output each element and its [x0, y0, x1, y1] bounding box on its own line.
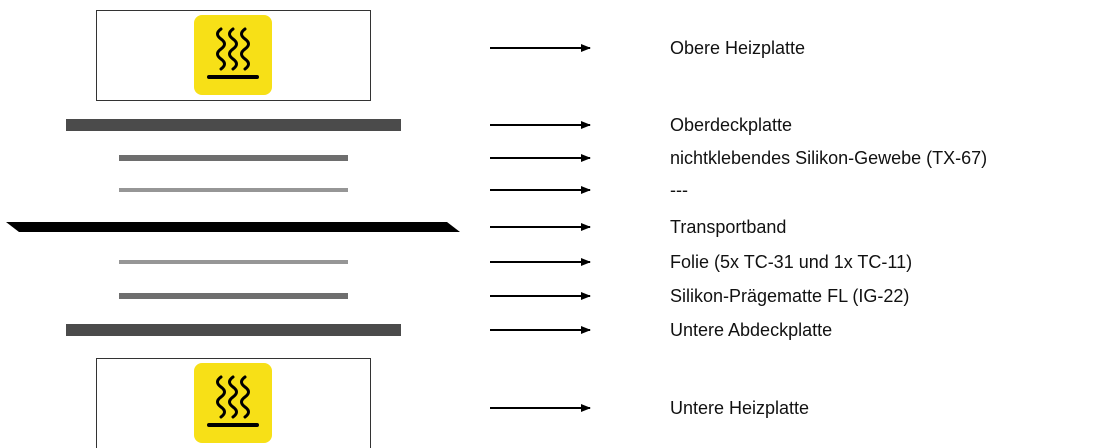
upper-cover-plate-shape	[66, 119, 401, 131]
conveyor-belt-label: Transportband	[670, 217, 787, 237]
silicone-embossing-mat-shape	[119, 293, 348, 299]
non-stick-silicone-fabric-shape	[119, 155, 348, 161]
upper-heating-plate-label: Obere Heizplatte	[670, 38, 806, 58]
foil-shape	[119, 260, 348, 264]
foil-label: Folie (5x TC-31 und 1x TC-11)	[670, 252, 913, 272]
empty-layer-label: ---	[670, 180, 688, 200]
heat-warning-icon	[194, 363, 272, 443]
lower-heating-plate-box	[96, 358, 371, 448]
heat-warning-icon	[194, 15, 272, 95]
lower-heating-plate-label: Untere Heizplatte	[670, 398, 810, 418]
lower-cover-plate-label: Untere Abdeckplatte	[670, 320, 833, 340]
empty-layer-shape	[119, 188, 348, 192]
upper-cover-plate-label: Oberdeckplatte	[670, 115, 793, 135]
lower-cover-plate-shape	[66, 324, 401, 336]
non-stick-silicone-fabric-label: nichtklebendes Silikon-Gewebe (TX-67)	[670, 148, 988, 168]
silicone-embossing-mat-label: Silikon-Prägematte FL (IG-22)	[670, 286, 910, 306]
upper-heating-plate-box	[96, 10, 371, 101]
conveyor-belt-shape	[6, 222, 460, 232]
